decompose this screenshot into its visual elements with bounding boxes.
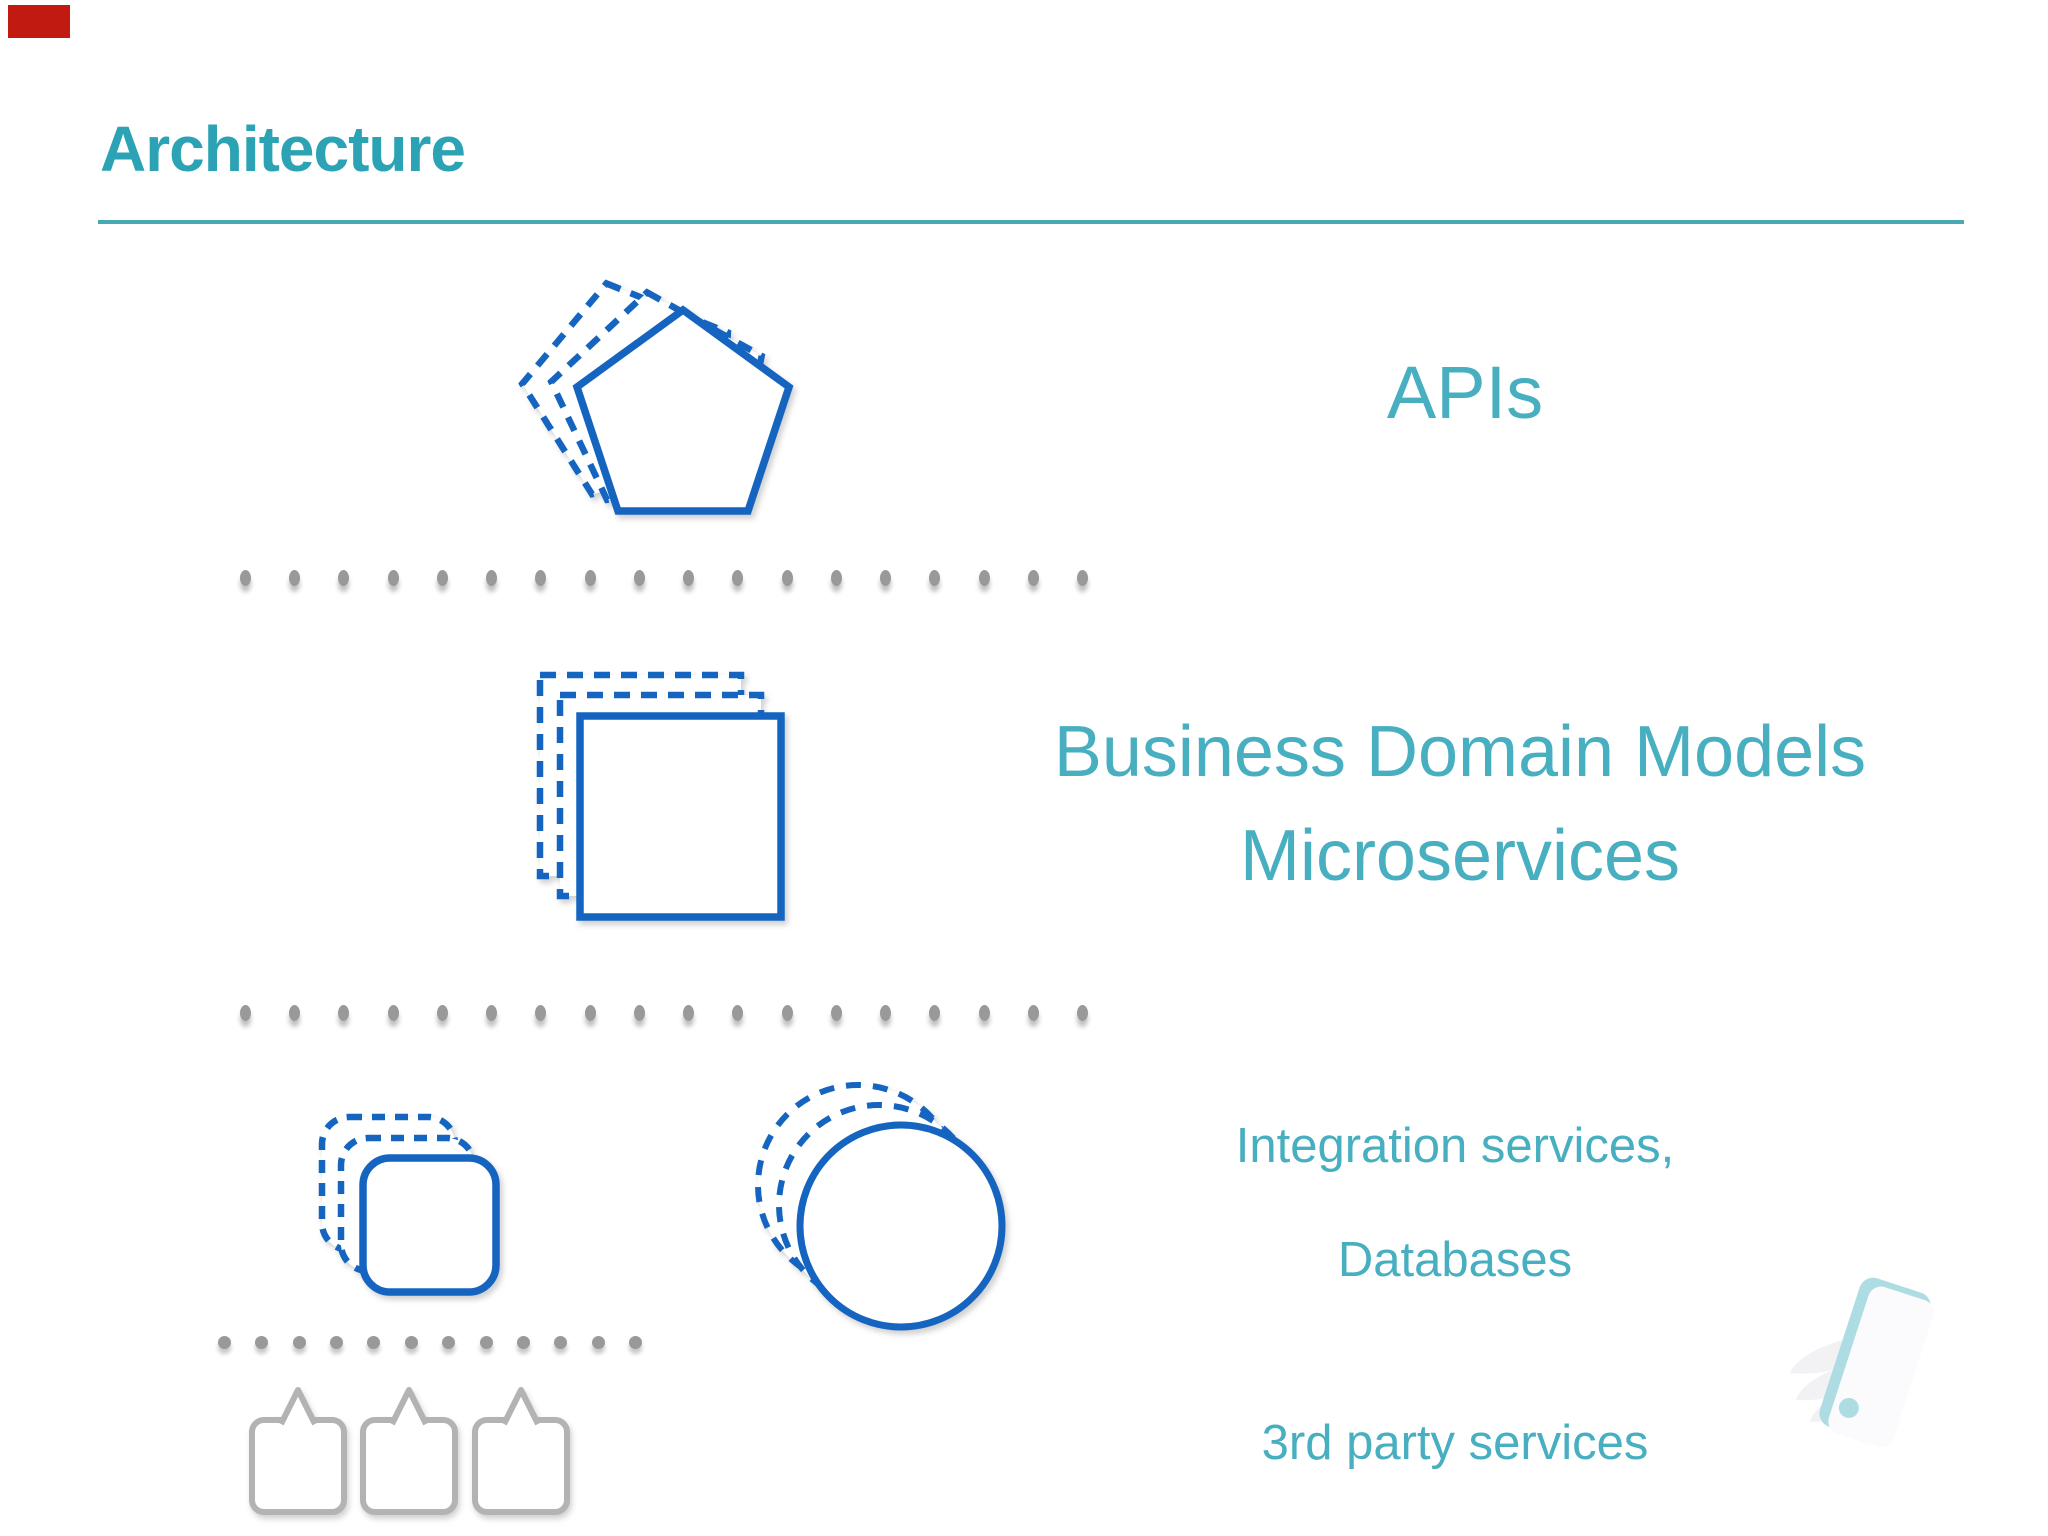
separator-dot [683, 570, 695, 586]
separator-dot [929, 570, 941, 586]
separator-dot [880, 570, 892, 586]
separator-dot [732, 1005, 744, 1021]
third-party-label: 3rd party services [1261, 1416, 1649, 1470]
separator-dot [633, 1005, 645, 1021]
separator-dot [442, 1336, 456, 1349]
separator-dot [628, 1336, 642, 1349]
recording-marker [8, 5, 70, 38]
integration-line1: Integration services, [1235, 1119, 1675, 1173]
separator-dot [240, 570, 251, 586]
separator-dot [289, 570, 301, 586]
separator-dot [479, 1336, 493, 1349]
circle-stack-icon [755, 1082, 1006, 1331]
separator-dot [367, 1336, 381, 1349]
phone-wing-logo [1790, 1277, 1934, 1448]
separator-dot [535, 1005, 547, 1021]
separator-dot [1076, 570, 1088, 586]
separator-dot [830, 570, 842, 586]
separator-dot [516, 1336, 530, 1349]
separator-dot [584, 1005, 596, 1021]
separator-dot [338, 1005, 350, 1021]
separator-dot [292, 1336, 306, 1349]
page-title: Architecture [100, 113, 466, 185]
phone-icon [1819, 1277, 1934, 1448]
separator-dot [289, 1005, 301, 1021]
business-domain-line2: Microservices [1239, 816, 1681, 897]
separator-dot [732, 570, 744, 586]
separator-dot [387, 570, 399, 586]
dotted-separator [240, 570, 1088, 586]
apis-label: APIs [1386, 351, 1544, 434]
integration-label: Integration services, Databases [1085, 1118, 1825, 1288]
separator-dot [1076, 1005, 1088, 1021]
separator-dot [1027, 570, 1039, 586]
dotted-separator [240, 1005, 1088, 1021]
separator-dot [781, 570, 793, 586]
separator-dot [978, 1005, 990, 1021]
speech-bubbles-icon [249, 1387, 570, 1515]
separator-dot [880, 1005, 892, 1021]
separator-dot [436, 1005, 448, 1021]
business-domain-line1: Business Domain Models [1053, 712, 1867, 792]
separator-dot [633, 570, 645, 586]
separator-dot [486, 570, 498, 586]
square-stack-icon [536, 671, 785, 921]
separator-dot [255, 1336, 269, 1349]
separator-dot [330, 1336, 344, 1349]
separator-dot [781, 1005, 793, 1021]
separator-dot [591, 1336, 605, 1349]
separator-dot [929, 1005, 941, 1021]
separator-dot [436, 570, 448, 586]
pentagon-stack-icon [518, 279, 794, 515]
separator-dot [338, 570, 350, 586]
separator-dot [387, 1005, 399, 1021]
rounded-square-stack-icon [318, 1113, 500, 1296]
separator-dot [978, 570, 990, 586]
separator-dot [486, 1005, 498, 1021]
dotted-separator-small [218, 1336, 642, 1349]
separator-dot [830, 1005, 842, 1021]
integration-line2: Databases [1337, 1233, 1573, 1287]
separator-dot [240, 1005, 251, 1021]
separator-dot [1027, 1005, 1039, 1021]
separator-dot [584, 570, 596, 586]
title-underline [98, 220, 1964, 224]
business-domain-label: Business Domain Models Microservices [1005, 700, 1915, 909]
separator-dot [554, 1336, 568, 1349]
separator-dot [683, 1005, 695, 1021]
separator-dot [535, 570, 547, 586]
separator-dot [404, 1336, 418, 1349]
separator-dot [218, 1336, 231, 1349]
